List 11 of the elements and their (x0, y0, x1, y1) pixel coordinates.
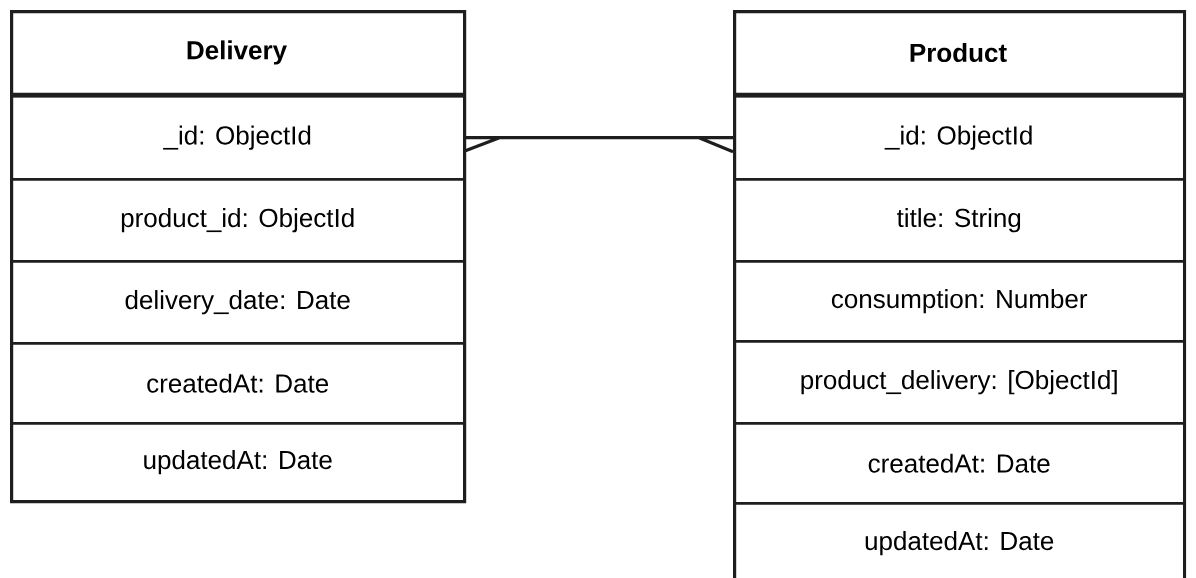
table-row: product_delivery: [ObjectId] (733, 340, 1186, 425)
table-row: updatedAt: Date (733, 502, 1186, 578)
table-row: consumption: Number (733, 260, 1186, 343)
table-row: _id: ObjectId (733, 95, 1186, 181)
table-row: _id: ObjectId (10, 95, 466, 181)
table-row: delivery_date: Date (10, 260, 466, 345)
table-row: title: String (733, 178, 1186, 263)
table-row: createdAt: Date (10, 342, 466, 425)
table-row: product_id: ObjectId (10, 178, 466, 263)
table-row: createdAt: Date (733, 422, 1186, 505)
table-row: updatedAt: Date (10, 422, 466, 503)
